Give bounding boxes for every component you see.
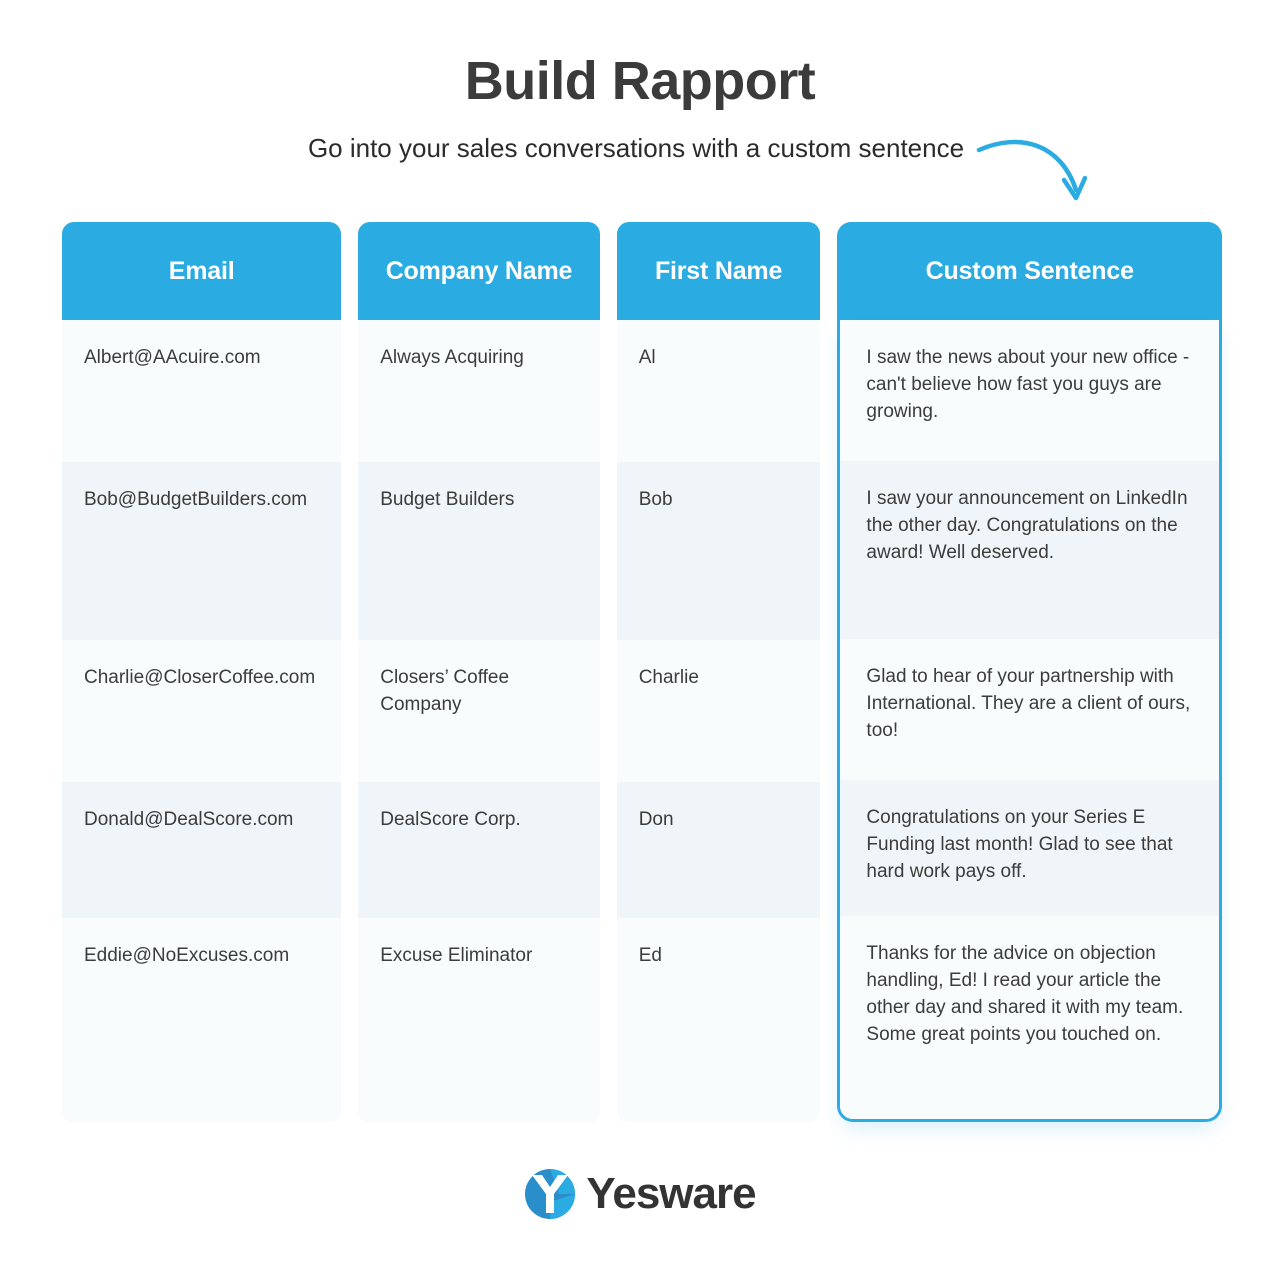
column-company-name: Company Name Always Acquiring Budget Bui… (358, 222, 600, 1122)
column-body-first-name: Al Bob Charlie Don Ed (616, 320, 821, 1122)
cell-company-1: Budget Builders (358, 462, 600, 640)
cell-company-4: Excuse Eliminator (358, 918, 600, 1122)
cell-custom-3: Congratulations on your Series E Funding… (840, 780, 1219, 916)
column-header-company-name: Company Name (358, 222, 600, 320)
curved-arrow-down-icon (976, 139, 1088, 201)
yesware-logo-icon (525, 1169, 576, 1219)
cell-email-4: Eddie@NoExcuses.com (62, 918, 342, 1122)
column-header-first-name: First Name (616, 222, 821, 320)
cell-email-0: Albert@AAcuire.com (62, 320, 342, 462)
cell-custom-4: Thanks for the advice on objection handl… (840, 915, 1219, 1119)
cell-first-2: Charlie (616, 640, 821, 782)
cell-email-1: Bob@BudgetBuilders.com (62, 462, 342, 640)
cell-custom-1: I saw your announcement on LinkedIn the … (840, 461, 1219, 639)
cell-first-4: Ed (616, 918, 821, 1122)
column-body-custom-sentence: I saw the news about your new office - c… (837, 320, 1222, 1122)
cell-company-3: DealScore Corp. (358, 782, 600, 918)
column-custom-sentence: Custom Sentence I saw the news about you… (837, 222, 1222, 1122)
cell-company-0: Always Acquiring (358, 320, 600, 462)
page-title: Build Rapport (464, 51, 816, 111)
cell-email-3: Donald@DealScore.com (62, 782, 342, 918)
cell-company-2: Closers’ Coffee Company (358, 640, 600, 782)
cell-custom-2: Glad to hear of your partnership with In… (840, 638, 1219, 781)
column-body-company-name: Always Acquiring Budget Builders Closers… (358, 320, 600, 1122)
cell-custom-0: I saw the news about your new office - c… (840, 320, 1219, 462)
column-header-email: Email (62, 222, 342, 320)
column-body-email: Albert@AAcuire.com Bob@BudgetBuilders.co… (62, 320, 342, 1122)
footer-branding: Yesware (0, 1168, 1280, 1220)
page-subtitle: Go into your sales conversations with a … (307, 133, 965, 163)
column-header-custom-sentence: Custom Sentence (837, 222, 1222, 320)
brand-name: Yesware (586, 1169, 756, 1218)
cell-first-0: Al (616, 320, 821, 462)
cell-email-2: Charlie@CloserCoffee.com (62, 640, 342, 782)
cell-first-1: Bob (616, 462, 821, 640)
column-email: Email Albert@AAcuire.com Bob@BudgetBuild… (62, 222, 342, 1122)
cell-first-3: Don (616, 782, 821, 918)
column-first-name: First Name Al Bob Charlie Don Ed (616, 222, 821, 1122)
rapport-table: Email Albert@AAcuire.com Bob@BudgetBuild… (62, 222, 1222, 1122)
